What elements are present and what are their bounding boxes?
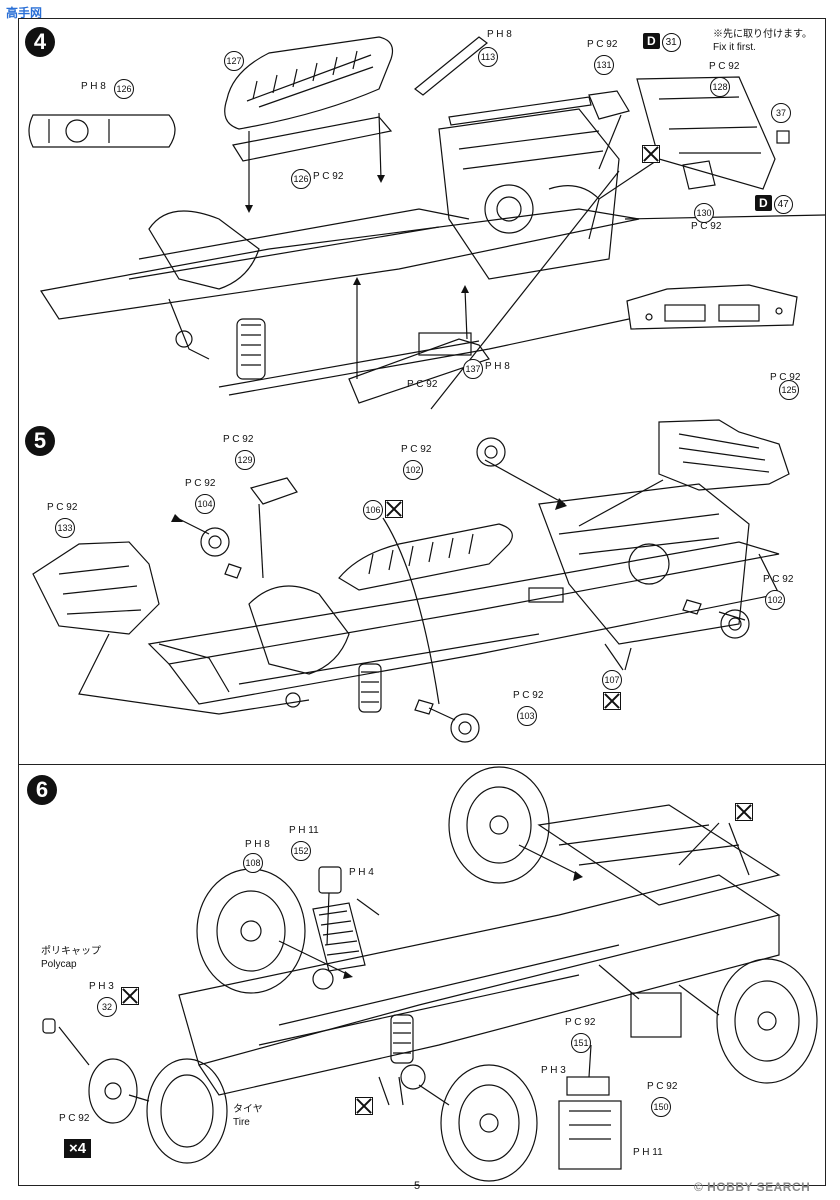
watermark-top: 高手网 xyxy=(6,6,43,20)
cut-mark-icon xyxy=(121,987,139,1005)
multiplier-badge: ×4 xyxy=(64,1139,92,1158)
cut-mark-icon xyxy=(385,500,403,518)
part-number: 102 xyxy=(403,460,423,480)
color-label: P C 92 xyxy=(565,1017,596,1028)
part-number: 102 xyxy=(765,590,785,610)
part-number: 151 xyxy=(571,1033,591,1053)
tire-en: Tire xyxy=(233,1117,250,1128)
part-number: 37 xyxy=(771,103,791,123)
polycap-jp: ポリキャップ xyxy=(41,946,101,957)
color-label: P C 92 xyxy=(691,221,722,232)
polycap-en: Polycap xyxy=(41,959,77,970)
part-number: 128 xyxy=(710,77,730,97)
color-label: P C 92 xyxy=(313,171,344,182)
color-label: P C 92 xyxy=(47,502,78,513)
polycap-label: ポリキャップ Polycap xyxy=(41,945,101,971)
part-number: 106 xyxy=(363,500,383,520)
hardware-label: P H 8 xyxy=(81,81,106,92)
color-label: P C 92 xyxy=(647,1081,678,1092)
note-jp: ※先に取り付けます。 xyxy=(713,29,812,40)
part-number: 126 xyxy=(291,169,311,189)
hardware-label: P H 8 xyxy=(487,29,512,40)
cut-mark-icon xyxy=(355,1097,373,1115)
part-number: 131 xyxy=(594,55,614,75)
hardware-label: P H 3 xyxy=(89,981,114,992)
watermark-bottom: © HOBBY SEARCH xyxy=(694,1180,811,1194)
color-label: P C 92 xyxy=(59,1113,90,1124)
tire-label: タイヤ Tire xyxy=(233,1103,263,1129)
hardware-label: P H 3 xyxy=(541,1065,566,1076)
step-4-drawing xyxy=(28,36,825,410)
part-number: 32 xyxy=(97,997,117,1017)
part-number: 125 xyxy=(779,380,799,400)
step-6-panel: 6 xyxy=(18,764,826,1186)
step-6-drawing xyxy=(42,766,818,1182)
step-5-panel: 5 xyxy=(18,380,826,765)
part-number: 108 xyxy=(243,853,263,873)
hardware-label: P H 8 xyxy=(485,361,510,372)
part-number: 103 xyxy=(517,706,537,726)
color-label: P C 92 xyxy=(587,39,618,50)
step-number: 6 xyxy=(27,775,57,805)
color-label: P C 92 xyxy=(223,434,254,445)
part-number: 133 xyxy=(55,518,75,538)
note-en: Fix it first. xyxy=(713,42,756,53)
part-number: 129 xyxy=(235,450,255,470)
step-number: 5 xyxy=(25,426,55,456)
color-label: P C 92 xyxy=(401,444,432,455)
part-number: 126 xyxy=(114,79,134,99)
page-number: 5 xyxy=(414,1180,421,1192)
color-label: P C 92 xyxy=(185,478,216,489)
step-number: 4 xyxy=(25,27,55,57)
hardware-label: P H 11 xyxy=(633,1147,663,1158)
part-number: 152 xyxy=(291,841,311,861)
cut-mark-icon xyxy=(603,692,621,710)
note: ※先に取り付けます。 Fix it first. xyxy=(713,28,812,54)
part-number: 104 xyxy=(195,494,215,514)
part-number: 137 xyxy=(463,359,483,379)
color-label: P C 92 xyxy=(770,372,801,383)
hardware-label: P H 8 xyxy=(245,839,270,850)
hardware-label: P H 4 xyxy=(349,867,374,878)
color-label: P C 92 xyxy=(407,379,438,390)
color-label: P C 92 xyxy=(513,690,544,701)
step-5-drawing xyxy=(32,419,790,743)
part-number: 107 xyxy=(602,670,622,690)
part-number: 130 xyxy=(694,203,714,223)
color-label: P C 92 xyxy=(709,61,740,72)
hardware-label: P H 11 xyxy=(289,825,319,836)
part-number: 150 xyxy=(651,1097,671,1117)
cut-mark-icon xyxy=(642,145,660,163)
step-4-panel: 4 xyxy=(18,18,826,416)
color-label: P C 92 xyxy=(763,574,794,585)
cut-mark-icon xyxy=(735,803,753,821)
part-number: 113 xyxy=(478,47,498,67)
part-number: 127 xyxy=(224,51,244,71)
tire-jp: タイヤ xyxy=(233,1104,263,1115)
